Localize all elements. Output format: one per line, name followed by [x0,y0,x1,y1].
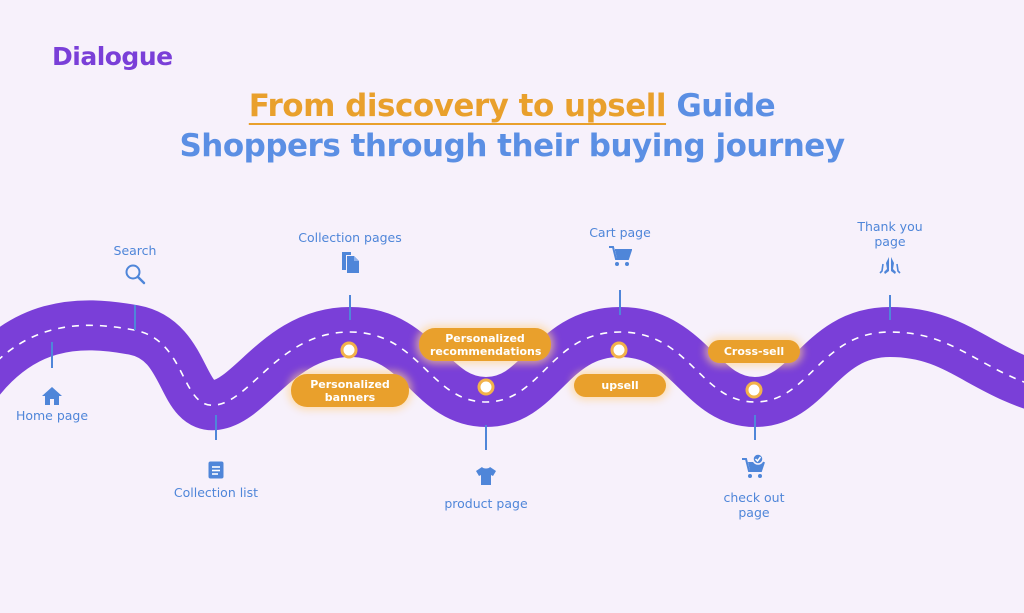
step-thank-you-page: Thank you page [825,219,955,275]
tag-cross-sell: Cross-sell [708,340,800,363]
headline: From discovery to upsell Guide Shoppers … [0,86,1024,166]
home-icon [42,387,62,405]
headline-line-1: From discovery to upsell Guide [0,86,1024,126]
step-label: Collection list [173,485,259,500]
step-search: Search [70,243,200,285]
step-label: Home page [15,408,89,423]
step-collection-list: Collection list [151,460,281,500]
stop-dot-recommendations [477,378,495,396]
step-label: check out page [723,490,785,520]
step-product-page: product page [421,466,551,511]
cart-icon [609,246,632,266]
step-label: Search [113,243,157,258]
stop-dot-banners [340,341,358,359]
road-dashes [0,324,1024,406]
step-label: product page [444,496,528,511]
tag-personalized-banners: Personalized banners [291,374,409,407]
tag-personalized-recommendations: Personalized recommendations [419,328,551,361]
search-icon [125,264,146,285]
praying-hands-icon [879,257,901,274]
step-label: Cart page [589,225,651,240]
tshirt-icon [476,467,496,485]
headline-line-1-rest: Guide [666,88,776,124]
headline-highlight: From discovery to upsell [248,88,667,124]
step-label: Thank you page [857,219,923,249]
stop-dot-cross-sell [745,381,763,399]
step-label: Collection pages [298,230,402,245]
step-check-out-page: check out page [689,453,819,520]
step-collection-pages: Collection pages [285,230,415,274]
stop-dot-upsell [610,341,628,359]
documents-icon [342,252,359,273]
step-cart-page: Cart page [555,225,685,267]
list-icon [208,461,224,479]
step-home-page: Home page [0,386,117,423]
tag-upsell: upsell [574,374,666,397]
headline-line-2: Shoppers through their buying journey [179,128,845,164]
brand-logo: Dialogue [52,42,173,71]
cart-check-icon [742,453,765,478]
